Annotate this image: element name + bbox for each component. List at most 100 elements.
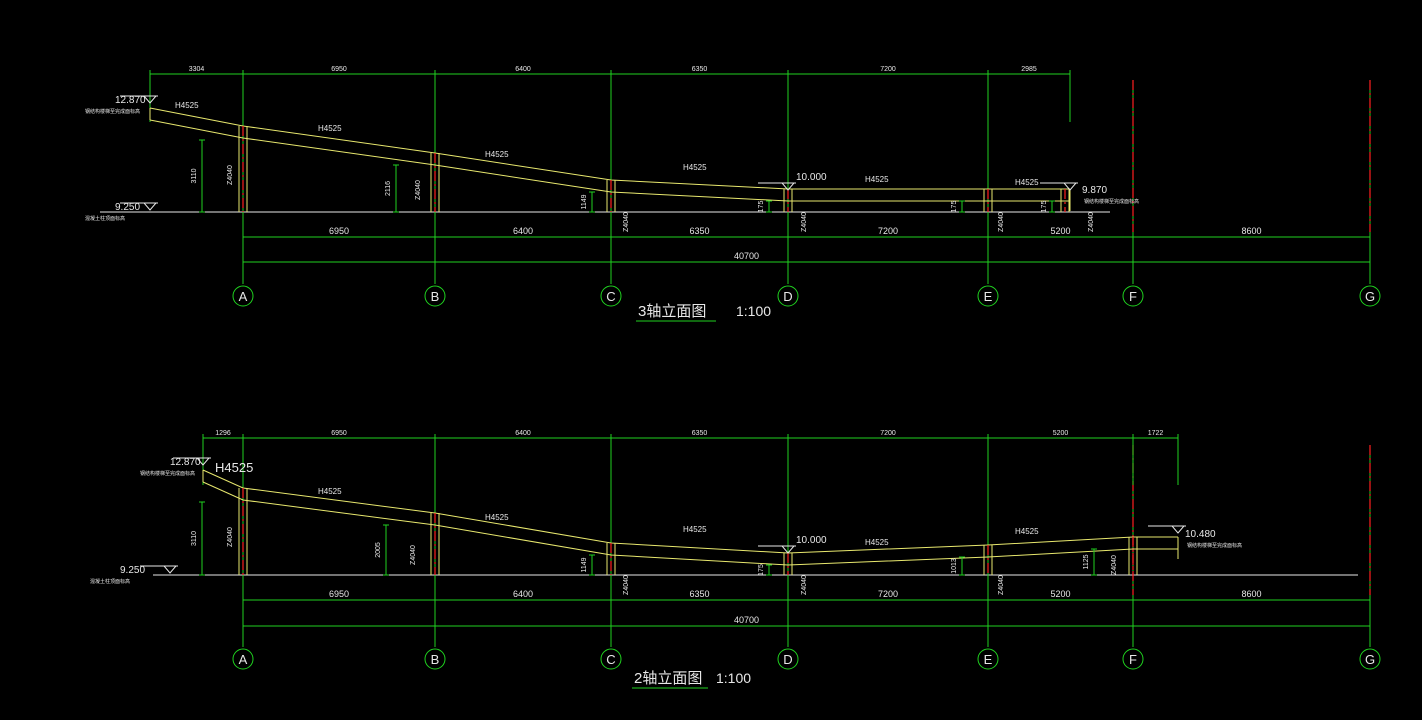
axis-bubble [600,648,622,670]
top-dimension-value: 6950 [331,66,347,73]
beam-label: H4525 [485,150,509,159]
total-dimension-value: 40700 [734,251,759,261]
height-dimension-value: 1125 [1083,554,1090,569]
column-label: Z4040 [415,180,422,200]
axis-bubble [424,648,446,670]
bottom-dimension-value: 6350 [689,589,709,599]
elevation-title: 3轴立面图 [638,303,706,320]
beam-label: H4525 [683,525,707,534]
beam-label: H4525 [865,175,889,184]
level-marker-icon [162,565,178,574]
height-dimension-value: 175 [758,564,765,576]
total-dimension-value: 40700 [734,615,759,625]
beam-label: H4525 [175,101,199,110]
axis-label: D [783,289,792,304]
elevation-scale: 1:100 [716,670,751,686]
bottom-dimension-value: 8600 [1241,589,1261,599]
beam-label: H4525 [318,124,342,133]
level-value: 9.250 [120,565,145,576]
column-label: Z4040 [998,212,1005,232]
beam-bottom-edge [149,119,1070,202]
axis-label: A [239,652,248,667]
level-note: 混凝土柱顶面标高 [85,215,125,222]
top-dimension-value: 6350 [692,66,708,73]
axis-bubble [1359,648,1381,670]
beam-label: H4525 [318,487,342,496]
top-dimension-value: 1722 [1148,430,1164,437]
top-dimension-value: 2985 [1021,66,1037,73]
axis-label: C [606,652,615,667]
bottom-dimension-value: 6400 [513,589,533,599]
axis-label: F [1129,289,1137,304]
axis-bubble [232,648,254,670]
level-note: 钢结构楼梯至完成面标高 [1084,198,1139,205]
level-note: 钢结构楼梯至完成面标高 [1187,542,1242,549]
height-dimension-value: 175 [758,201,765,213]
level-marker-icon [1170,525,1186,534]
top-dimension-value: 1296 [215,430,231,437]
column-label: Z4040 [227,165,234,185]
column-label: Z4040 [410,545,417,565]
axis-bubble [424,285,446,307]
height-dimension-value: 2005 [375,542,382,558]
axis-label: E [984,652,993,667]
bottom-dimension-value: 6950 [329,589,349,599]
level-value: 10.000 [796,172,827,183]
bottom-dimension-value: 6400 [513,226,533,236]
height-dimension-value: 2116 [385,181,392,196]
column-label: Z4040 [1088,212,1095,232]
axis-label: G [1365,289,1375,304]
height-dimension-value: 1013 [951,558,958,574]
axis-label: G [1365,652,1375,667]
bottom-dimension-value: 7200 [878,226,898,236]
beam-label: H4525 [683,163,707,172]
height-dimension-value: 3110 [191,531,198,546]
axis-bubble [232,285,254,307]
axis-bubble [777,648,799,670]
elevation-scale: 1:100 [736,303,771,319]
height-dimension-value: 3110 [191,168,198,183]
column-label: Z4040 [1111,555,1118,575]
column-label: Z4040 [801,575,808,595]
bottom-dimension-value: 8600 [1241,226,1261,236]
beam-label: H4525 [215,460,253,475]
height-dimension-value: 1149 [581,194,588,209]
axis-label: E [984,289,993,304]
axis-bubble [977,648,999,670]
column-label: Z4040 [801,212,808,232]
column-label: Z4040 [623,575,630,595]
column-label: Z4040 [227,527,234,547]
axis-bubble [977,285,999,307]
axis-label: B [431,289,440,304]
level-value: 12.870 [115,95,146,106]
level-value: 12.870 [170,457,201,468]
beam-label: H4525 [1015,527,1039,536]
bottom-dimension-value: 6350 [689,226,709,236]
bottom-dimension-value: 6950 [329,226,349,236]
beam-bottom-edge [202,481,1178,566]
top-dimension-value: 6950 [331,430,347,437]
top-dimension-value: 5200 [1053,430,1069,437]
level-value: 9.870 [1082,185,1107,196]
top-dimension-value: 6350 [692,430,708,437]
bottom-dimension-value: 5200 [1050,589,1070,599]
axis-label: F [1129,652,1137,667]
top-dimension-value: 3304 [189,66,205,73]
axis-bubble [600,285,622,307]
top-dimension-value: 7200 [880,430,896,437]
bottom-dimension-value: 5200 [1050,226,1070,236]
column-label: Z4040 [623,212,630,232]
height-dimension-value: 175 [1041,201,1048,213]
bottom-dimension-value: 7200 [878,589,898,599]
elevation-title: 2轴立面图 [634,670,702,687]
axis-label: D [783,652,792,667]
beam-top-edge [149,107,1070,190]
level-note: 混凝土柱顶面标高 [90,578,130,585]
axis-bubble [777,285,799,307]
level-value: 10.000 [796,535,827,546]
axis-label: C [606,289,615,304]
level-value: 10.480 [1185,529,1216,540]
